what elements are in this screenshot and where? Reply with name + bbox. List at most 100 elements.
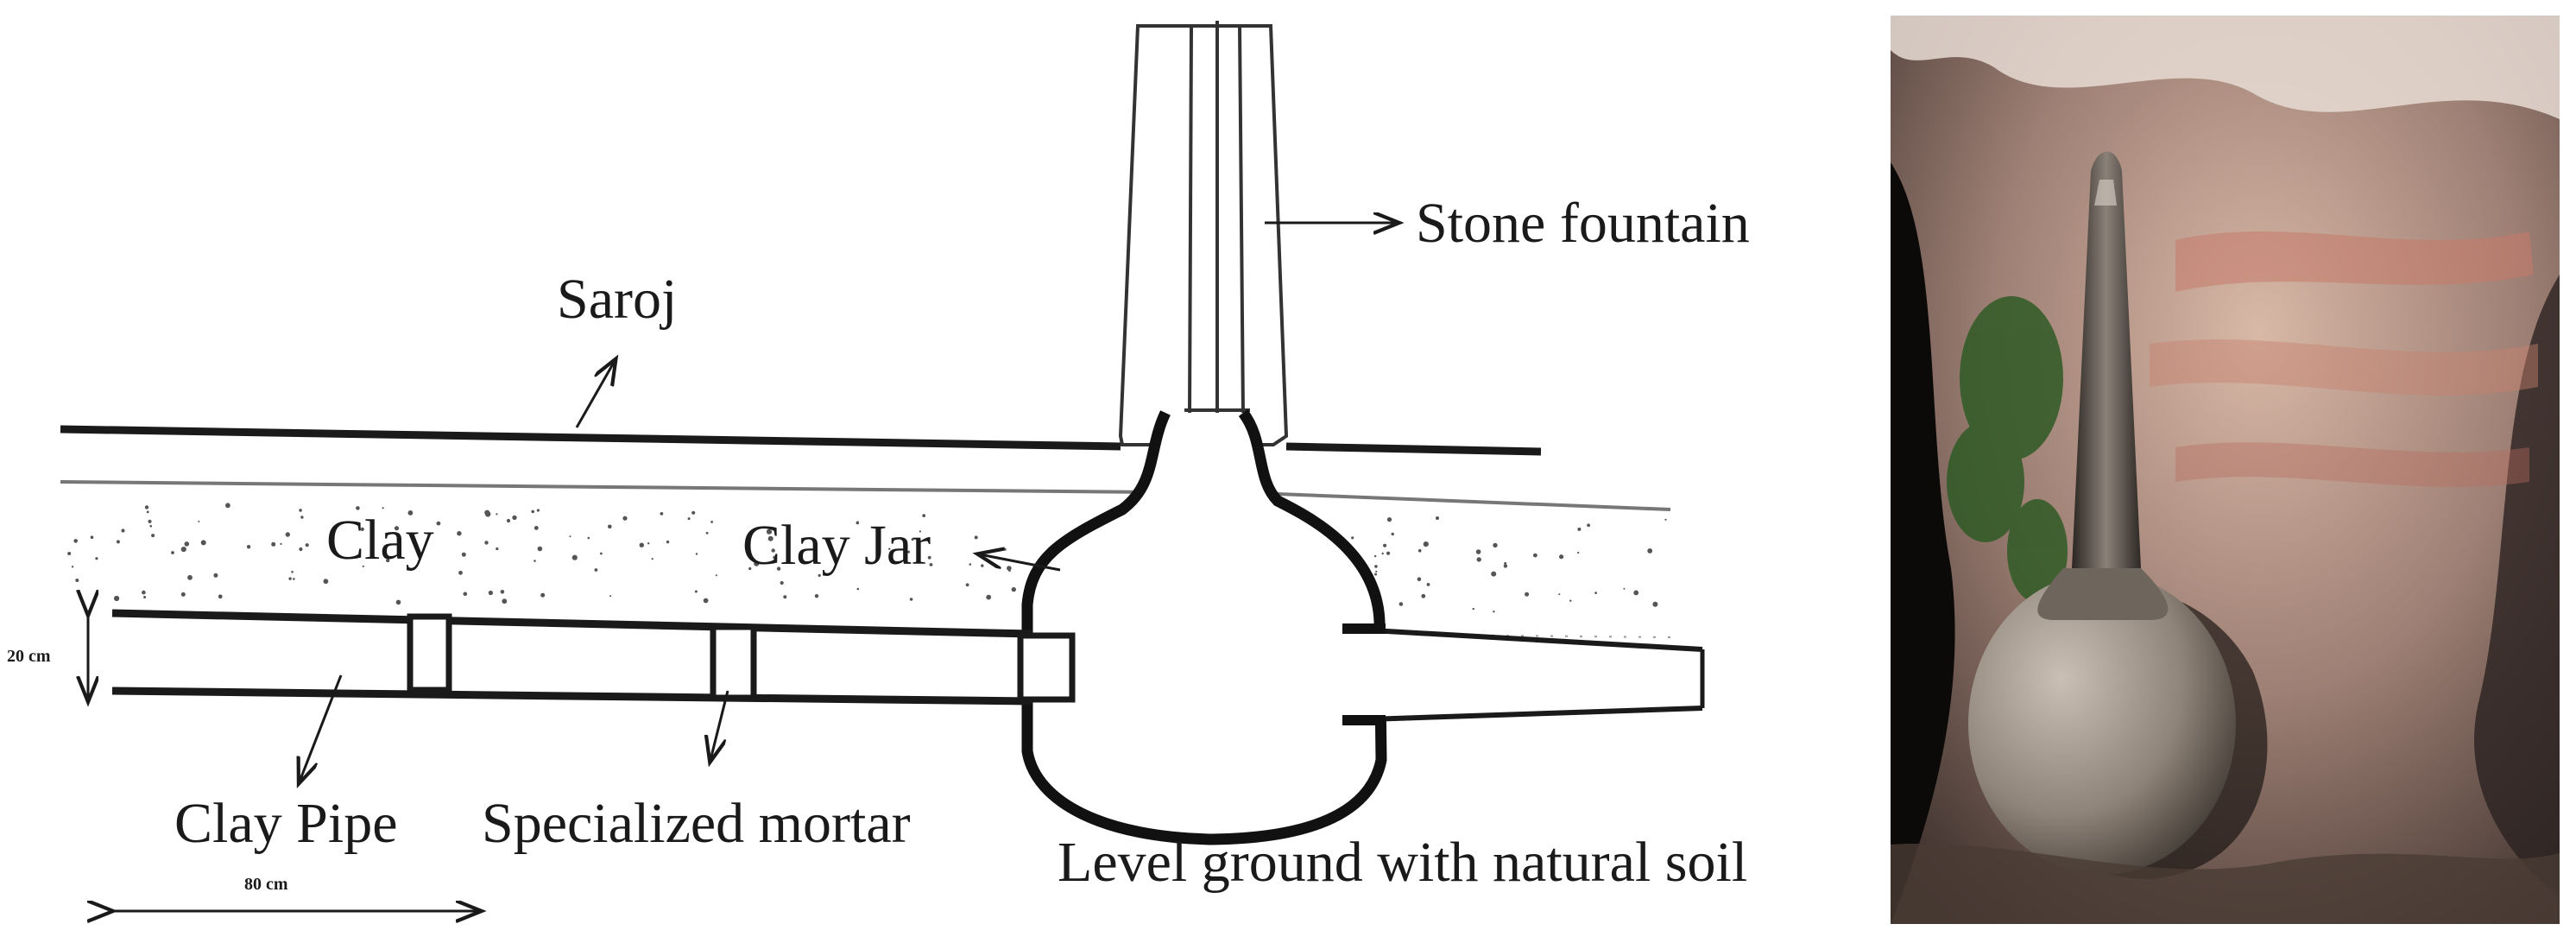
clay-jar	[1021, 409, 1387, 845]
clay-speckle	[171, 551, 174, 554]
clay-speckle	[1351, 536, 1354, 540]
clay-speckle	[986, 594, 992, 600]
clay-speckle	[90, 535, 94, 539]
clay-speckle	[715, 574, 717, 577]
clay-speckle	[457, 531, 462, 536]
left-clay-pipe	[111, 609, 1076, 706]
clay-speckle	[293, 578, 295, 580]
clay-speckle	[536, 509, 540, 512]
clay-speckle	[288, 577, 292, 580]
clay-speckle	[436, 521, 441, 526]
clay-speckle	[142, 590, 146, 595]
clay-speckle	[180, 592, 186, 597]
clay-speckle	[213, 573, 218, 578]
clay-speckle	[1559, 554, 1564, 560]
clay-speckle	[1493, 542, 1498, 548]
clay-speckle	[801, 538, 805, 542]
clay-speckle	[1386, 551, 1391, 555]
clay-speckle	[1475, 549, 1481, 554]
clay-speckle	[484, 509, 490, 516]
clay-speckle	[1476, 557, 1481, 562]
clay-speckle	[660, 512, 664, 516]
clay-speckle	[180, 547, 186, 553]
clay-speckle	[766, 528, 773, 535]
clay-speckle	[121, 528, 125, 533]
clay-speckle	[666, 540, 670, 544]
clay-speckle	[299, 509, 302, 512]
clay-speckle	[330, 538, 333, 542]
clay-speckle	[705, 531, 709, 535]
clay-speckle	[780, 580, 784, 585]
clay-speckle	[1003, 547, 1007, 551]
clay-speckle	[569, 535, 571, 538]
clay-speckle	[1491, 571, 1497, 577]
jar-inlet-collar	[1017, 632, 1076, 703]
label-clay-jar: Clay Jar	[742, 514, 931, 577]
clay-speckle	[458, 570, 463, 575]
clay-speckle	[767, 535, 773, 541]
clay-speckle	[1383, 543, 1387, 547]
clay-speckle	[771, 548, 775, 553]
clay-speckle	[1417, 548, 1422, 553]
clay-speckle	[929, 563, 933, 566]
clay-layer	[60, 480, 1671, 638]
clay-speckle	[496, 547, 499, 551]
clay-speckle	[534, 560, 536, 562]
clay-speckle	[218, 594, 223, 599]
arrow-specialized-mortar	[710, 690, 729, 760]
clay-speckle	[600, 552, 603, 555]
clay-speckle	[1008, 569, 1011, 573]
clay-speckle	[1664, 518, 1667, 521]
clay-speckle	[911, 538, 914, 541]
clay-speckle	[148, 519, 152, 523]
segment-length-label: 80 cm	[244, 875, 288, 894]
clay-speckle	[639, 542, 644, 547]
label-saroj: Saroj	[557, 268, 677, 331]
label-clay: Clay	[326, 509, 434, 572]
clay-speckle	[67, 552, 72, 555]
label-clay-pipe: Clay Pipe	[174, 792, 398, 855]
clay-speckle	[814, 594, 819, 598]
clay-speckle	[1633, 590, 1639, 596]
clay-speckle	[1426, 583, 1430, 586]
clay-speckle	[531, 509, 534, 514]
clay-speckle	[1525, 592, 1530, 597]
clay-speckle	[1647, 548, 1653, 554]
clay-speckle	[512, 515, 517, 521]
clay-speckle	[773, 555, 777, 560]
clay-speckle	[1569, 599, 1572, 602]
clay-speckle	[1652, 601, 1658, 607]
clay-speckle	[1558, 593, 1561, 596]
clay-speckle	[394, 526, 400, 531]
clay-speckle	[695, 553, 698, 555]
pipe-joint-1	[407, 613, 452, 693]
clay-speckle	[198, 520, 200, 522]
clay-speckle	[271, 541, 276, 547]
clay-speckle	[488, 590, 494, 596]
clay-speckle	[149, 524, 152, 528]
clay-speckle	[856, 587, 860, 591]
clay-speckle	[981, 564, 984, 567]
label-level-ground: Level ground with natural soil	[1058, 831, 1747, 894]
clay-speckle	[622, 516, 628, 521]
clay-speckle	[1007, 566, 1012, 571]
clay-speckle	[1391, 532, 1394, 536]
clay-speckle	[587, 536, 590, 540]
clay-speckle	[305, 543, 309, 547]
clay-speckle	[382, 507, 384, 509]
clay-speckle	[710, 521, 713, 523]
label-specialized-mortar: Specialized mortar	[482, 792, 911, 855]
stone-fountain	[1118, 21, 1289, 446]
clay-speckle	[463, 592, 468, 597]
clay-speckle	[534, 526, 539, 530]
clay-speckle	[360, 527, 364, 532]
clay-speckle	[1623, 587, 1626, 590]
clay-speckle	[1423, 541, 1429, 547]
clay-speckle	[291, 571, 294, 573]
clay-speckle	[651, 558, 653, 560]
clay-speckle	[969, 563, 972, 566]
clay-speckle	[818, 573, 821, 578]
clay-speckle	[965, 583, 969, 587]
clay-speckle	[184, 541, 190, 547]
